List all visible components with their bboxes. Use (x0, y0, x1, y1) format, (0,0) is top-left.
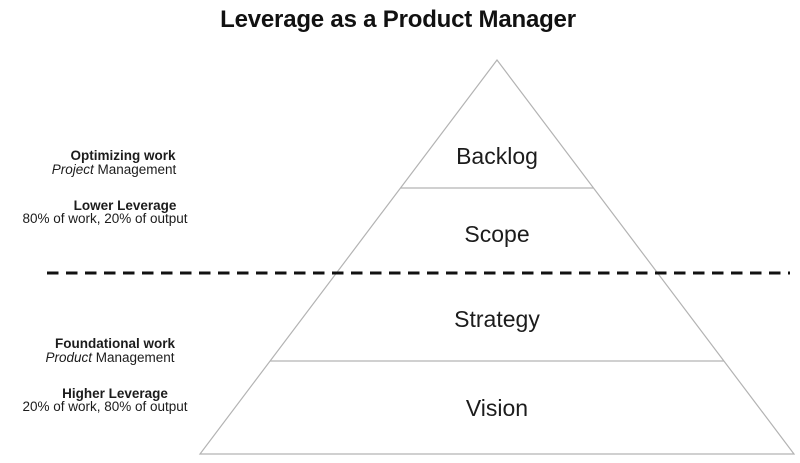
higher-leverage-ratio: 20% of work, 80% of output (22, 399, 188, 414)
upper-discipline-rest: Management (97, 162, 177, 177)
pyramid-level-backlog: Backlog (456, 143, 538, 169)
lower-leverage-ratio: 80% of work, 20% of output (22, 211, 188, 226)
upper-discipline-italic: Project (51, 162, 94, 177)
pyramid-level-vision: Vision (465, 395, 529, 421)
lower-discipline-label: Product Management (0, 350, 240, 365)
pyramid-level-strategy: Strategy (454, 306, 540, 332)
lower-discipline-rest: Management (95, 350, 175, 365)
higher-leverage-label: Higher Leverage (62, 386, 168, 401)
lower-work-type-label: Foundational work (55, 336, 175, 351)
pyramid-outline (198, 59, 796, 455)
lower-discipline-italic: Product (45, 350, 92, 365)
upper-discipline-label: Project Management (0, 162, 244, 177)
page-title: Leverage as a Product Manager (220, 6, 576, 33)
pyramid-level-scope: Scope (464, 221, 530, 247)
lower-leverage-label: Lower Leverage (73, 198, 177, 213)
upper-work-type-label: Optimizing work (70, 148, 176, 163)
